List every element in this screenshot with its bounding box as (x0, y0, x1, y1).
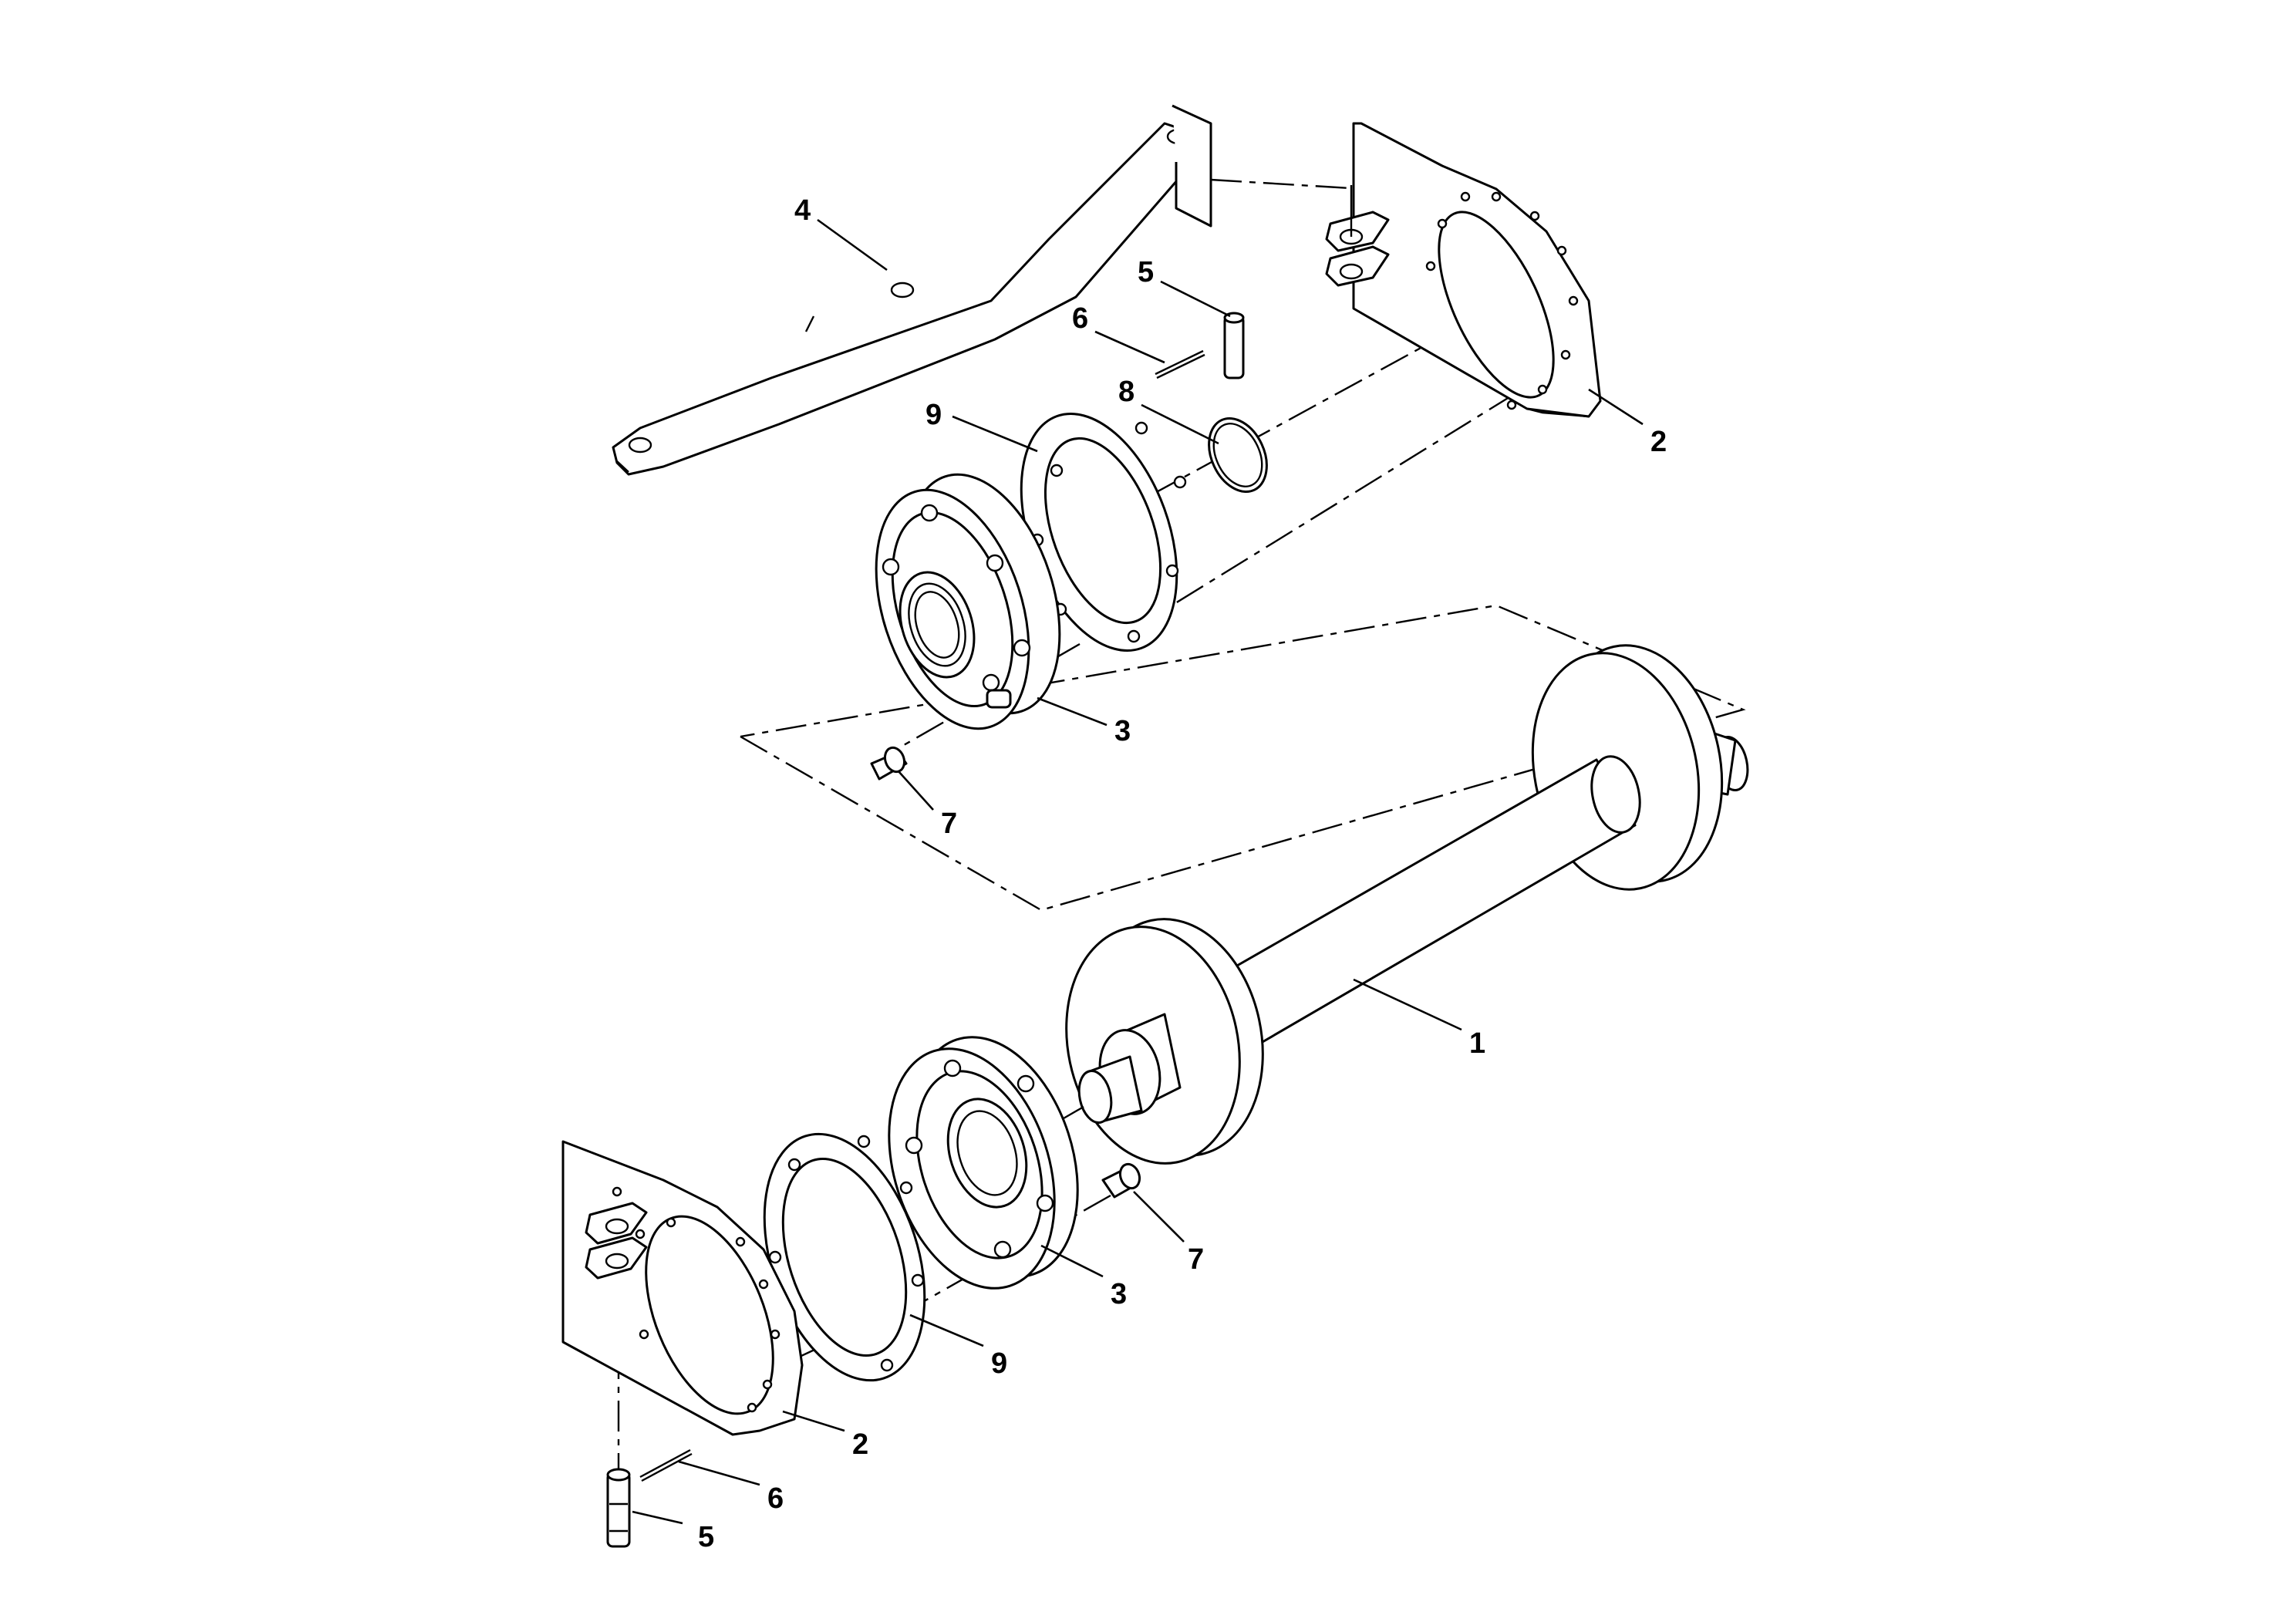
pin-part-5-bottom (606, 1468, 631, 1548)
assembly-frame (740, 604, 1746, 912)
shaft-part-1 (1065, 644, 1749, 1165)
leader-lines (632, 218, 1644, 1525)
callout-2-top: 2 (1650, 426, 1667, 458)
callout-6-top: 6 (1072, 302, 1088, 335)
retaining-ring-part-8 (1208, 416, 1268, 494)
cotter-part-6-top (1155, 349, 1205, 379)
cotter-part-6-bottom (639, 1448, 693, 1482)
callout-9-bottom: 9 (991, 1347, 1007, 1380)
callout-9-top: 9 (925, 399, 942, 431)
pin-part-5-top (1223, 312, 1245, 379)
screw-part-7-bottom (1101, 1162, 1141, 1199)
callout-labels: 4 5 6 8 9 2 3 7 1 7 3 9 2 6 5 (698, 194, 1667, 1553)
callout-8-top: 8 (1118, 376, 1135, 408)
callout-1: 1 (1469, 1027, 1485, 1060)
callout-5-bottom: 5 (698, 1521, 714, 1553)
gasket-part-9-bottom (763, 1132, 926, 1382)
callout-4-top: 4 (794, 194, 811, 227)
gasket-part-9-top (1020, 413, 1187, 652)
callout-5-top: 5 (1138, 256, 1154, 288)
callout-3-bottom: 3 (1111, 1278, 1127, 1310)
callout-3-top: 3 (1114, 715, 1131, 747)
callout-7-bottom: 7 (1188, 1243, 1204, 1276)
callout-6-bottom: 6 (767, 1482, 784, 1515)
lever-arm-part-4 (612, 104, 1212, 476)
callout-7-top: 7 (941, 808, 957, 840)
bearing-flange-part-3-top (875, 473, 1061, 730)
side-plate-part-2-bottom (561, 1140, 804, 1436)
side-plate-part-2-top (1325, 122, 1602, 418)
bearing-flange-part-3-bottom (888, 1036, 1079, 1290)
callout-2-bottom: 2 (852, 1428, 868, 1461)
